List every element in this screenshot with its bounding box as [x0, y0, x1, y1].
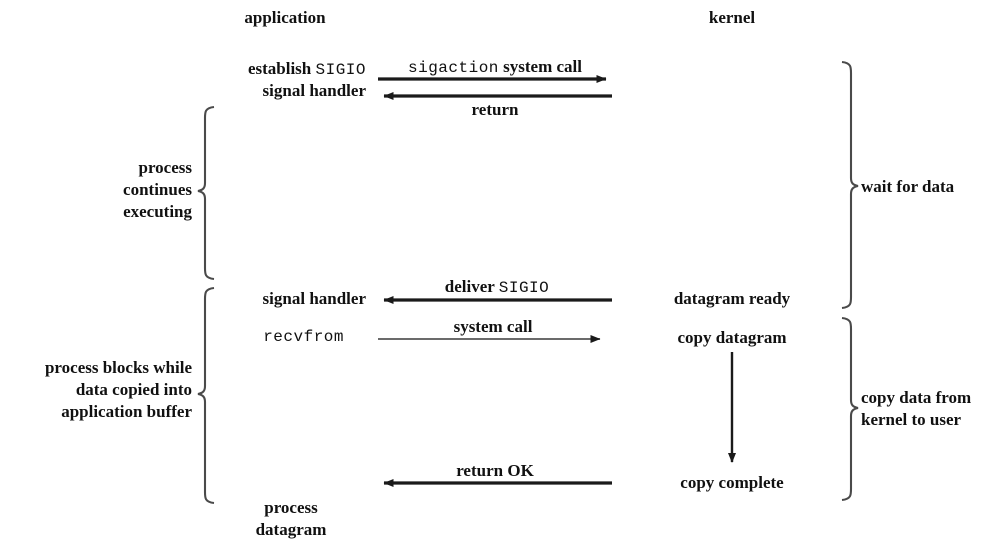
column-header-kernel: kernel	[708, 8, 756, 27]
label-process-datagram: process datagram	[255, 498, 327, 539]
label-process-continues-executing: process continues executing	[123, 158, 192, 221]
brace-process-continues	[197, 105, 215, 281]
label-signal-handler-invoked: signal handler	[262, 289, 366, 308]
label-process-blocks: process blocks while data copied into ap…	[44, 358, 192, 421]
sigio-code: SIGIO	[315, 61, 366, 79]
sigaction-code: sigaction	[407, 59, 499, 77]
brace-process-blocks	[197, 286, 215, 505]
label-wait-for-data: wait for data	[861, 177, 955, 196]
label-datagram-ready: datagram ready	[673, 289, 791, 308]
arrow-label-sigaction: sigaction system call	[408, 56, 582, 79]
label-copy-datagram: copy datagram	[677, 328, 787, 347]
deliver-prefix: deliver	[444, 277, 499, 296]
column-header-application: application	[244, 8, 326, 27]
label-establish-sigio: establish SIGIO	[248, 58, 366, 81]
arrow-label-system-call: system call	[453, 317, 533, 336]
establish-prefix: establish	[247, 59, 316, 78]
label-copy-complete: copy complete	[680, 473, 784, 492]
deliver-sigio-code: SIGIO	[498, 279, 550, 297]
arrow-label-deliver-sigio: deliver SIGIO	[445, 276, 550, 299]
brace-wait-for-data	[841, 60, 859, 310]
label-signal-handler-top: signal handler	[262, 81, 366, 100]
arrow-label-return: return	[471, 100, 519, 119]
label-recvfrom: recvfrom	[263, 328, 344, 346]
brace-copy-data	[841, 316, 859, 502]
arrow-label-return-ok: return OK	[456, 461, 534, 480]
label-copy-data-kernel-to-user: copy data from kernel to user	[861, 388, 972, 429]
sigaction-suffix: system call	[498, 57, 583, 76]
